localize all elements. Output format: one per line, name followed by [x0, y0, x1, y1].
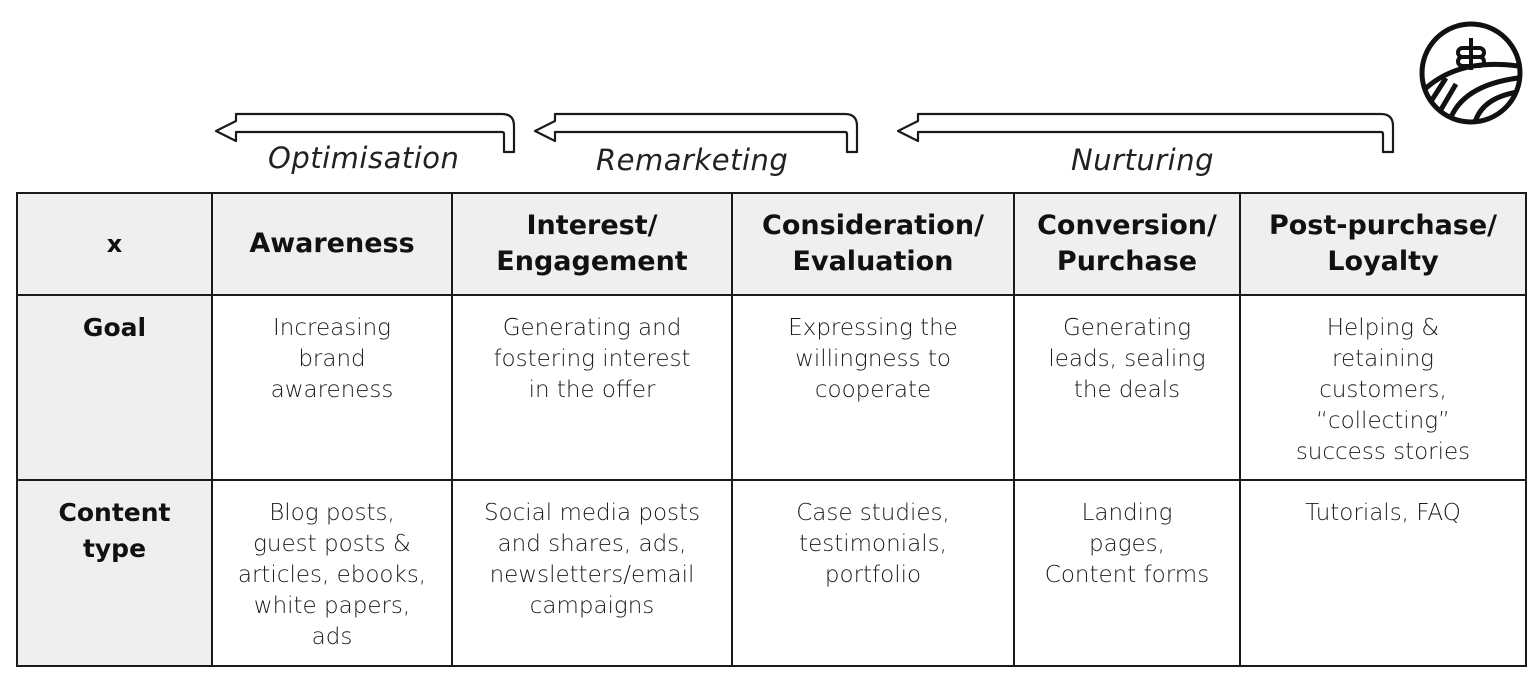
- flow-arrows: [214, 112, 1395, 154]
- arrow-nurturing-icon: [896, 112, 1395, 154]
- cell-text: Tutorials, FAQ: [1305, 500, 1461, 526]
- header-row: x Awareness Interest/ Engagement Conside…: [16, 192, 1527, 296]
- stage-label: Conversion/ Purchase: [1037, 210, 1217, 277]
- row-label: Goal: [82, 313, 147, 342]
- stage-header-consideration: Consideration/ Evaluation: [731, 192, 1015, 296]
- content-type-row: Content type Blog posts, guest posts & a…: [16, 479, 1527, 667]
- row-header-goal: Goal: [16, 294, 213, 481]
- content-cell-post-purchase: Tutorials, FAQ: [1239, 479, 1527, 667]
- cell-text: Blog posts, guest posts & articles, eboo…: [237, 500, 427, 650]
- stage-label: Interest/ Engagement: [496, 210, 688, 277]
- stage-header-interest: Interest/ Engagement: [451, 192, 733, 296]
- stage-label: Consideration/ Evaluation: [762, 210, 984, 277]
- cell-text: Social media posts and shares, ads, news…: [483, 500, 701, 619]
- cell-text: Expressing the willingness to cooperate: [788, 315, 958, 403]
- goal-cell-consideration: Expressing the willingness to cooperate: [731, 294, 1015, 481]
- row-header-content-type: Content type: [16, 479, 213, 667]
- stage-label: Awareness: [249, 228, 415, 259]
- arrow-remarketing-icon: [533, 112, 859, 154]
- brand-logo-icon: [1419, 21, 1523, 125]
- goal-cell-awareness: Increasing brand awareness: [211, 294, 453, 481]
- cell-text: Increasing brand awareness: [270, 315, 394, 403]
- content-cell-consideration: Case studies, testimonials, portfolio: [731, 479, 1015, 667]
- flow-label-optimisation: Optimisation: [268, 141, 460, 175]
- cell-text: Case studies, testimonials, portfolio: [796, 500, 950, 588]
- corner-cell: x: [16, 192, 213, 296]
- cell-text: Helping & retaining customers, “collecti…: [1295, 315, 1471, 465]
- goal-cell-post-purchase: Helping & retaining customers, “collecti…: [1239, 294, 1527, 481]
- content-cell-awareness: Blog posts, guest posts & articles, eboo…: [211, 479, 453, 667]
- funnel-table: x Awareness Interest/ Engagement Conside…: [16, 192, 1527, 667]
- cell-text: Generating leads, sealing the deals: [1048, 315, 1206, 403]
- goal-row: Goal Increasing brand awareness Generati…: [16, 294, 1527, 481]
- cell-text: Generating and fostering interest in the…: [493, 315, 691, 403]
- stage-header-awareness: Awareness: [211, 192, 453, 296]
- corner-label: x: [106, 230, 123, 258]
- stage-header-post-purchase: Post-purchase/ Loyalty: [1239, 192, 1527, 296]
- goal-cell-conversion: Generating leads, sealing the deals: [1013, 294, 1241, 481]
- stage-header-conversion: Conversion/ Purchase: [1013, 192, 1241, 296]
- flow-label-remarketing: Remarketing: [596, 143, 789, 177]
- goal-cell-interest: Generating and fostering interest in the…: [451, 294, 733, 481]
- arrow-optimisation-icon: [214, 112, 516, 154]
- cell-text: Landing pages, Content forms: [1044, 500, 1210, 588]
- flow-label-nurturing: Nurturing: [1071, 143, 1215, 177]
- content-cell-interest: Social media posts and shares, ads, news…: [451, 479, 733, 667]
- row-label: Content type: [58, 498, 171, 563]
- stage-label: Post-purchase/ Loyalty: [1268, 210, 1498, 277]
- content-cell-conversion: Landing pages, Content forms: [1013, 479, 1241, 667]
